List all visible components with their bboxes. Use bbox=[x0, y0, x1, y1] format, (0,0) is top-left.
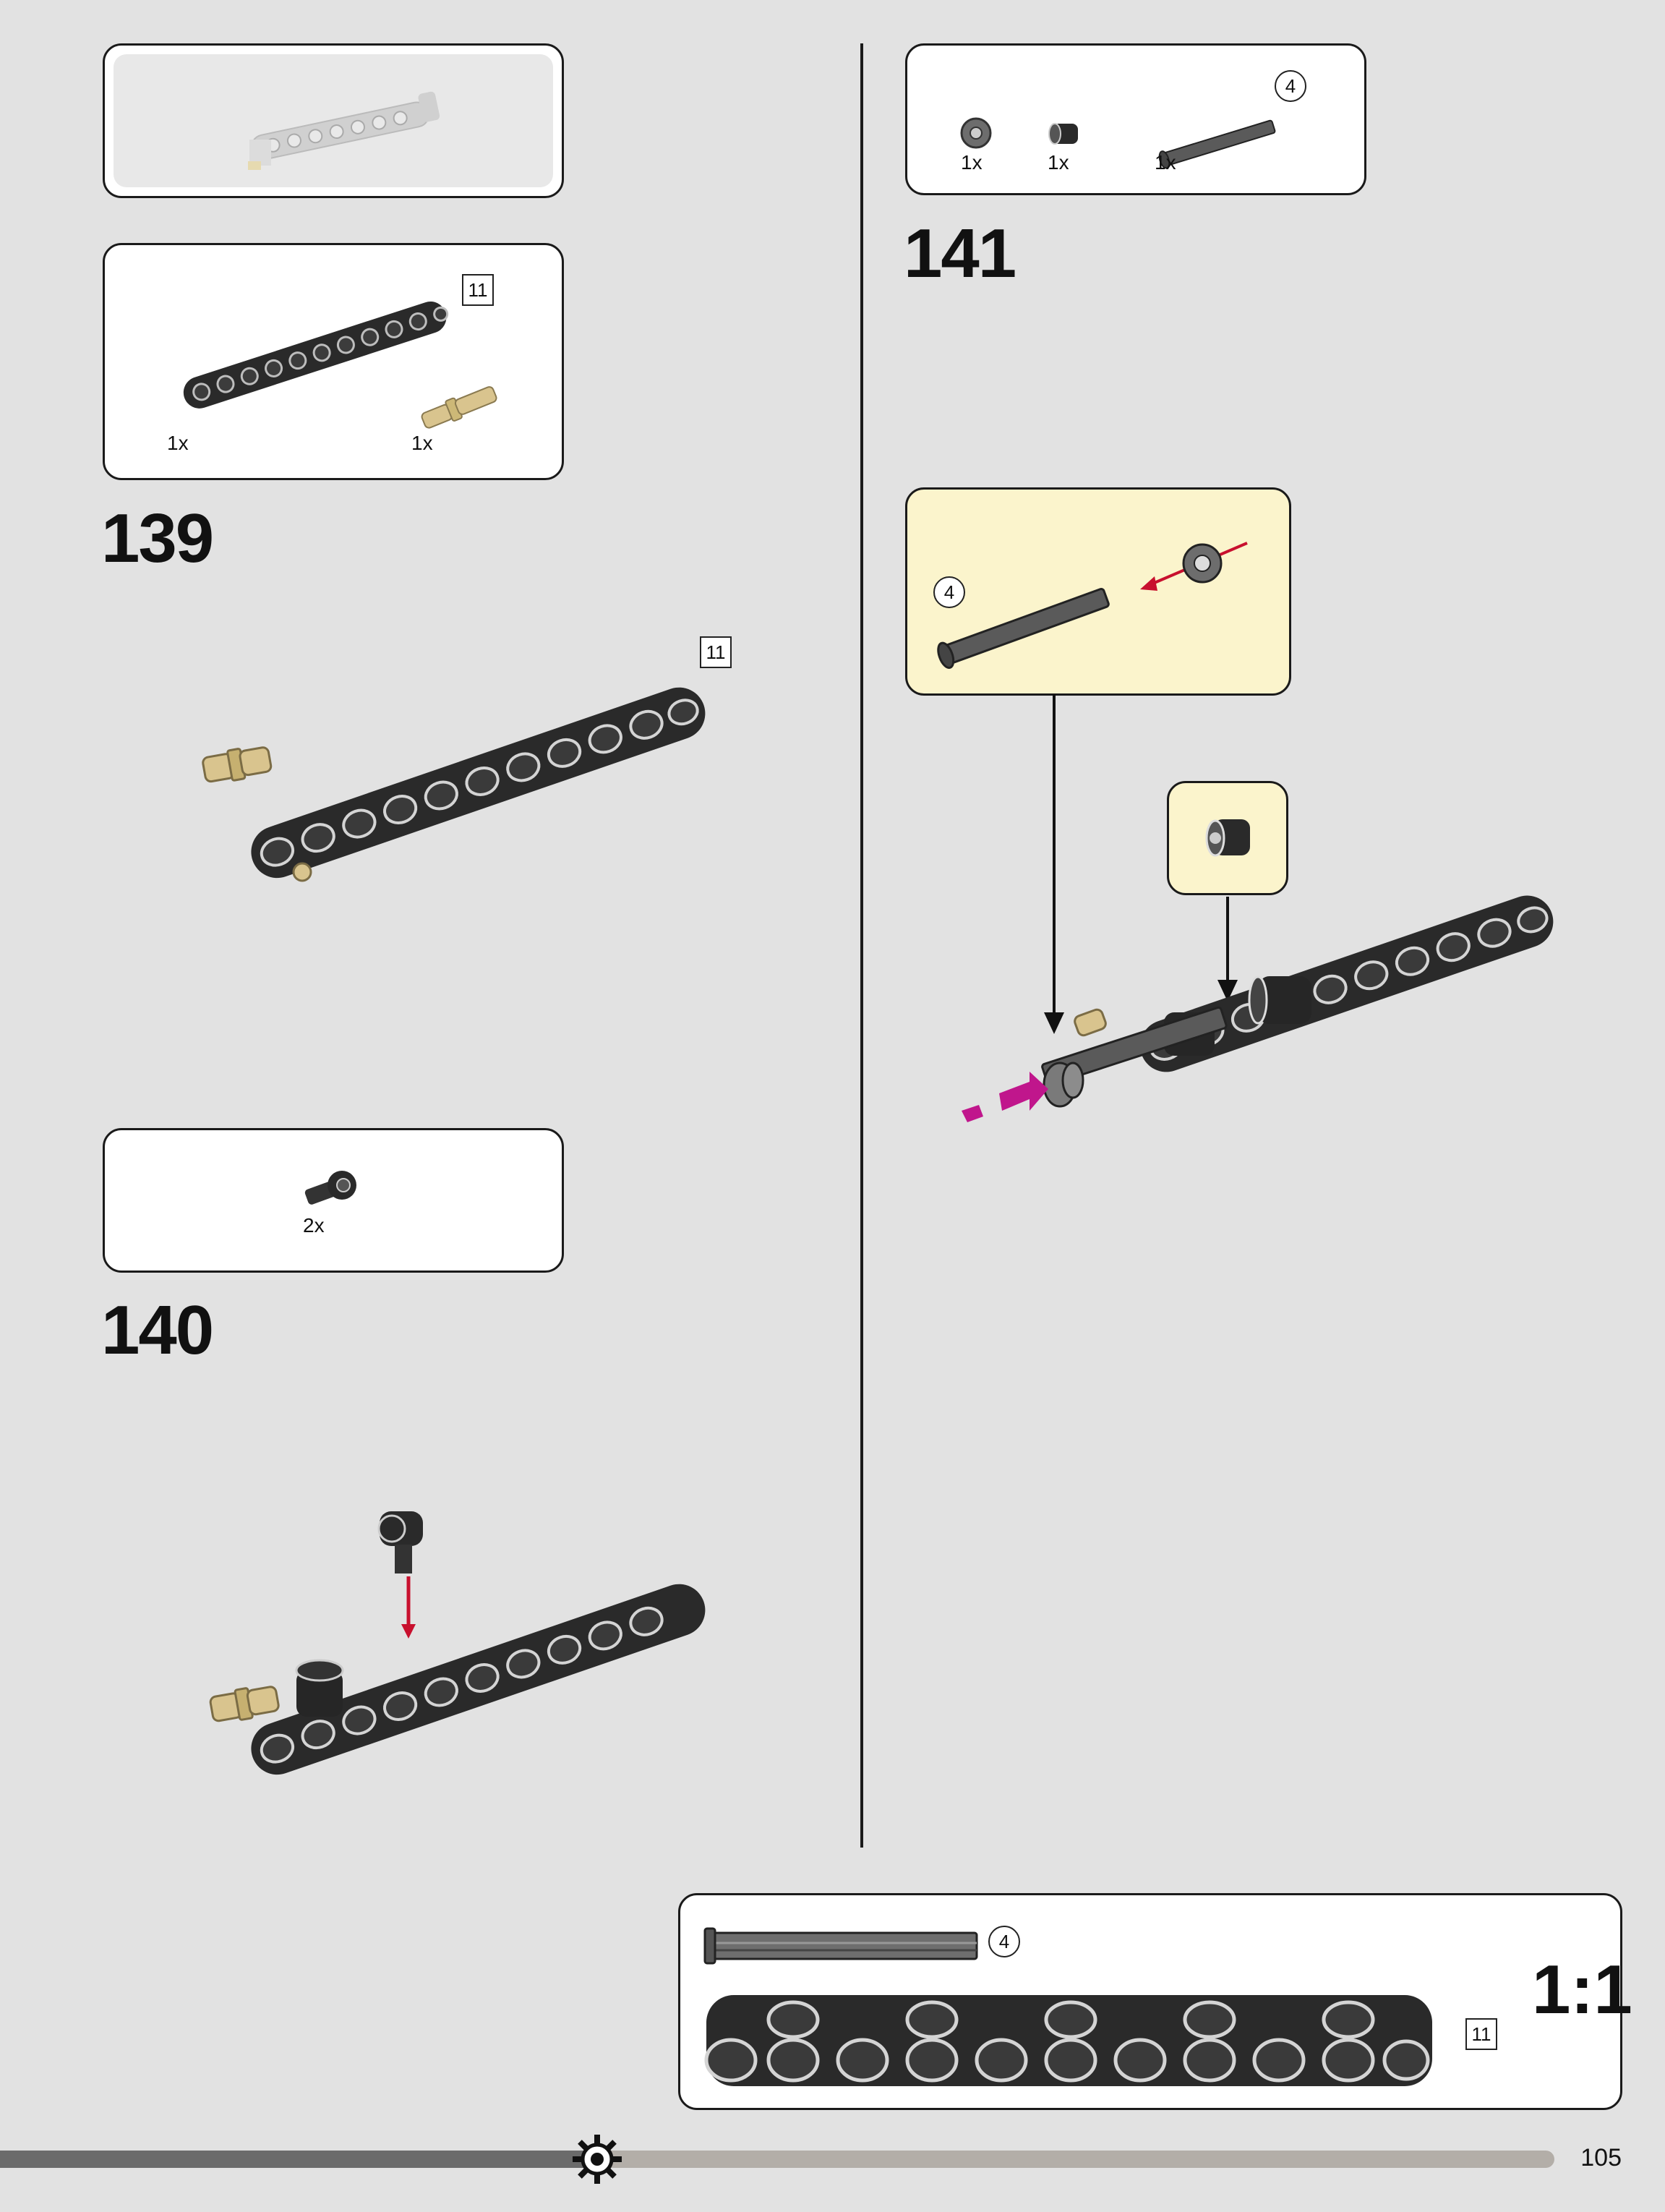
step-141-part-3-qty: 1x bbox=[1155, 151, 1176, 174]
connector-part-image bbox=[304, 1171, 356, 1205]
step-140-number: 140 bbox=[101, 1291, 214, 1369]
scale-beam-label: 11 bbox=[1465, 2018, 1497, 2050]
half-bush-part-image bbox=[1048, 123, 1078, 145]
step-139-model-image bbox=[202, 687, 706, 882]
step-139-number: 139 bbox=[101, 500, 214, 577]
scale-axle-image bbox=[703, 1927, 978, 1965]
step-139-part-2-qty: 1x bbox=[411, 432, 433, 454]
axle-length-label: 4 bbox=[1275, 70, 1306, 102]
gear-progress-marker-icon bbox=[573, 2135, 622, 2184]
step-141-model-image bbox=[962, 694, 1554, 1122]
step-141-axle-callout: 4 bbox=[905, 487, 1291, 696]
step-139-parts-box: 11 1x 1x bbox=[103, 243, 564, 480]
step-140-part-qty: 2x bbox=[303, 1214, 325, 1237]
step-141-parts-box: 4 1x 1x 1x bbox=[905, 43, 1366, 195]
scale-beam-image bbox=[704, 1995, 1432, 2086]
step-141-part-2-qty: 1x bbox=[1048, 151, 1069, 174]
step-141-part-1-qty: 1x bbox=[961, 151, 983, 174]
step-141-number: 141 bbox=[904, 215, 1016, 292]
step-141-halfbush-callout bbox=[1167, 781, 1288, 895]
previous-submodel-image bbox=[248, 91, 440, 170]
axle-4-part-image bbox=[1158, 119, 1276, 169]
pin-part-image bbox=[421, 386, 497, 429]
scale-check-box: 4 11 1:1 bbox=[678, 1893, 1632, 2110]
callout-axle-length-label: 4 bbox=[933, 576, 965, 608]
progress-bar-fill bbox=[0, 2151, 597, 2168]
step-139-part-1-qty: 1x bbox=[167, 432, 189, 454]
beam-11-part-image bbox=[183, 301, 449, 409]
step-139-beam-label: 11 bbox=[700, 636, 732, 668]
axle-with-bush-image bbox=[937, 542, 1248, 670]
page-number: 105 bbox=[1580, 2144, 1622, 2172]
previous-submodel-box bbox=[103, 43, 564, 198]
column-divider bbox=[860, 43, 863, 1848]
scale-axle-label: 4 bbox=[988, 1926, 1020, 1957]
half-bush-callout-image bbox=[1205, 819, 1250, 857]
scale-ratio: 1:1 bbox=[1532, 1951, 1632, 2028]
step-140-model-image bbox=[209, 1511, 706, 1775]
bush-part-image bbox=[960, 117, 992, 149]
step-140-parts-box: 2x bbox=[103, 1128, 564, 1273]
beam-length-label: 11 bbox=[462, 274, 494, 306]
